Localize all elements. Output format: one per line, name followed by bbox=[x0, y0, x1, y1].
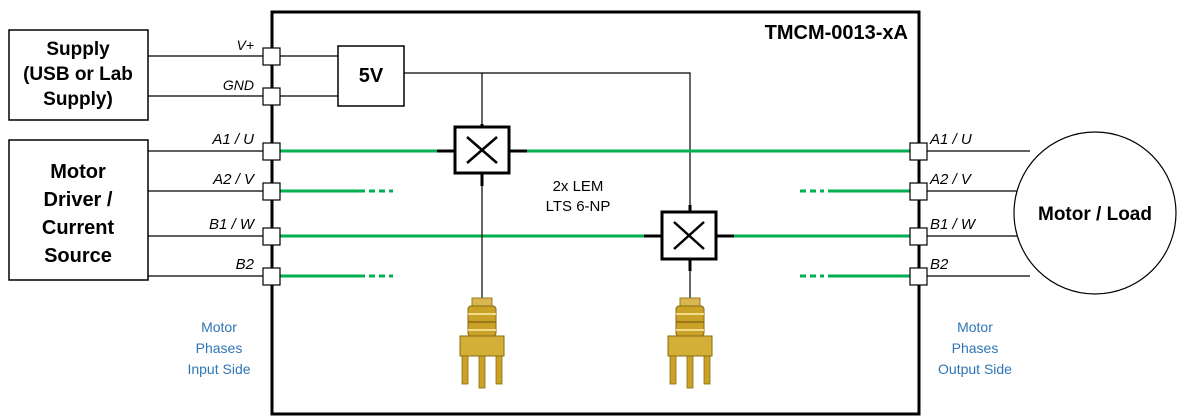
pin-in-a2 bbox=[262, 182, 281, 201]
pin-out-a2 bbox=[909, 182, 928, 201]
regulator-label: 5V bbox=[359, 65, 384, 87]
driver-label-3: Current bbox=[42, 217, 115, 239]
input-side-label-2: Phases bbox=[196, 340, 243, 356]
wire-5v-rail bbox=[404, 72, 691, 212]
pin-label-out-a2: A2 / V bbox=[929, 171, 973, 188]
driver-label-2: Driver / bbox=[44, 189, 113, 211]
pin-label-in-b1: B1 / W bbox=[209, 216, 256, 233]
pin-out-a1 bbox=[909, 142, 928, 161]
pin-label-in-b2: B2 bbox=[236, 256, 255, 273]
driver-label-4: Source bbox=[44, 245, 112, 267]
driver-box bbox=[8, 139, 149, 281]
pin-gnd bbox=[262, 87, 281, 106]
driver-label-1: Motor bbox=[50, 161, 106, 183]
supply-label-2: (USB or Lab bbox=[23, 64, 133, 85]
input-side-label-3: Input Side bbox=[187, 361, 250, 377]
supply-label-1: Supply bbox=[46, 39, 110, 60]
motor-load-label: Motor / Load bbox=[1038, 204, 1152, 225]
pin-label-gnd: GND bbox=[223, 77, 254, 93]
pin-vplus bbox=[262, 47, 281, 66]
supply-label-3: Supply) bbox=[43, 89, 113, 110]
pin-label-out-b2: B2 bbox=[930, 256, 949, 273]
sma-connector-2-icon bbox=[667, 297, 713, 389]
motor-load-circle bbox=[1013, 131, 1177, 295]
pin-out-b1 bbox=[909, 227, 928, 246]
pin-label-vplus: V+ bbox=[236, 37, 254, 53]
output-side-label-3: Output Side bbox=[938, 361, 1012, 377]
output-side-label-1: Motor bbox=[957, 319, 993, 335]
pin-in-a1 bbox=[262, 142, 281, 161]
supply-box bbox=[8, 29, 149, 121]
pin-label-in-a1: A1 / U bbox=[211, 131, 254, 148]
pin-in-b1 bbox=[262, 227, 281, 246]
current-sensor-2 bbox=[644, 205, 734, 271]
board-title: TMCM-0013-xA bbox=[765, 22, 908, 44]
pin-in-b2 bbox=[262, 267, 281, 286]
pin-label-out-b1: B1 / W bbox=[930, 216, 977, 233]
pin-label-in-a2: A2 / V bbox=[212, 171, 256, 188]
pin-out-b2 bbox=[909, 267, 928, 286]
current-sensor-1 bbox=[437, 124, 527, 186]
sensor-label-1: 2x LEM bbox=[553, 178, 604, 195]
pin-label-out-a1: A1 / U bbox=[929, 131, 972, 148]
regulator-box bbox=[337, 45, 405, 107]
sma-connector-1-icon bbox=[459, 297, 505, 389]
output-side-label-2: Phases bbox=[952, 340, 999, 356]
sensor-label-2: LTS 6-NP bbox=[546, 198, 611, 215]
input-side-label-1: Motor bbox=[201, 319, 237, 335]
